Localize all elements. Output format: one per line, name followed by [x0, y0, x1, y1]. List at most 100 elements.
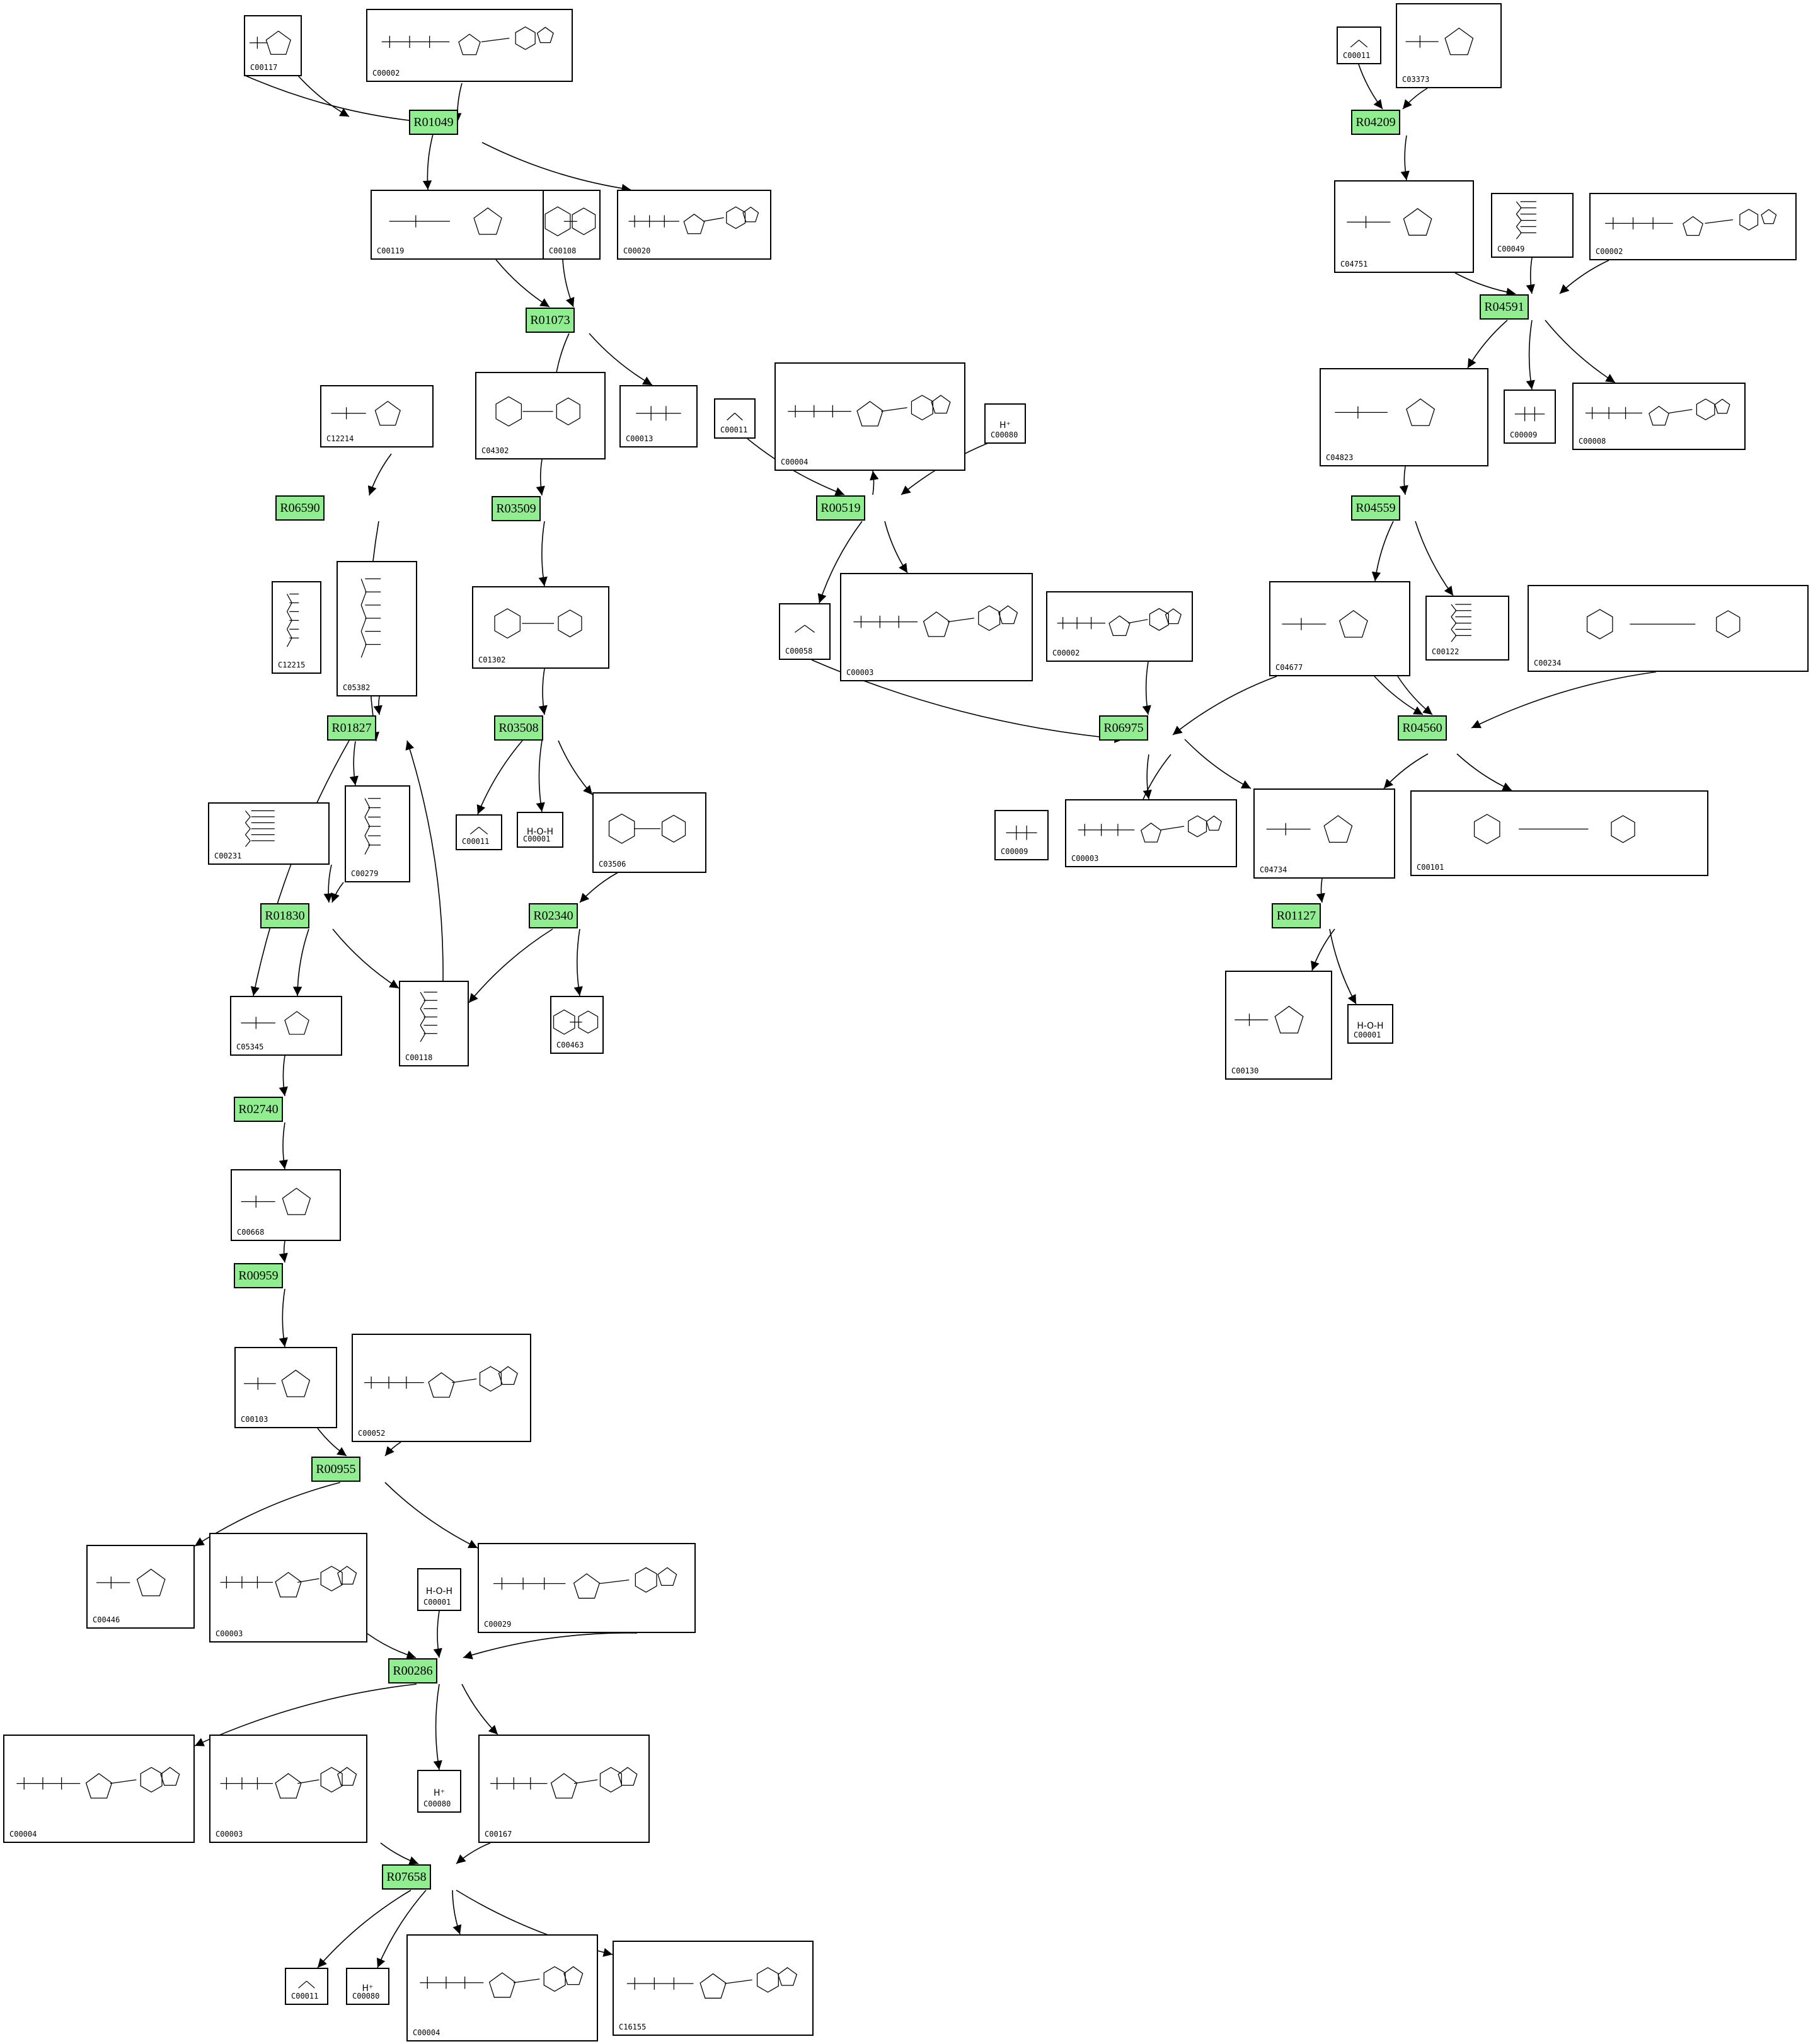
compound-node[interactable]: C12215 — [272, 581, 321, 674]
compound-node[interactable]: C04823 — [1320, 368, 1488, 466]
compound-node[interactable]: C04302 — [475, 372, 606, 459]
compound-node[interactable]: C00003 — [840, 573, 1033, 681]
reaction-node[interactable]: R04560 — [1398, 715, 1447, 741]
compound-node[interactable]: C00009 — [1504, 390, 1556, 444]
reaction-node[interactable]: R01049 — [409, 110, 458, 135]
compound-node[interactable]: C00279 — [345, 785, 410, 882]
compound-node[interactable]: C00446 — [86, 1545, 195, 1629]
compound-id: C00029 — [484, 1620, 512, 1629]
reaction-arrow — [495, 259, 550, 308]
compound-node[interactable]: C00119 — [371, 190, 567, 260]
compound-node[interactable]: C00234 — [1528, 585, 1809, 672]
compound-node[interactable]: C00101 — [1410, 790, 1708, 876]
structure-drawing — [245, 810, 275, 847]
compound-node[interactable]: C12214 — [320, 385, 434, 447]
compound-node[interactable]: C04734 — [1253, 788, 1395, 879]
structure-drawing — [490, 1767, 638, 1799]
compound-id: C00002 — [372, 69, 400, 78]
compound-node[interactable]: C00103 — [234, 1347, 337, 1428]
compound-node[interactable]: C00004 — [406, 1934, 598, 2041]
compound-node[interactable]: C00011 — [285, 1968, 328, 2005]
reaction-node[interactable]: R01127 — [1272, 903, 1321, 928]
reaction-node[interactable]: R00286 — [388, 1658, 437, 1683]
compound-node[interactable]: C05382 — [337, 561, 417, 696]
compound-node[interactable]: H⁺C00080 — [984, 403, 1026, 444]
compound-node[interactable]: C00003 — [209, 1735, 367, 1843]
compound-node[interactable]: C00463 — [550, 996, 604, 1054]
reaction-node[interactable]: R00519 — [816, 495, 865, 521]
compound-node[interactable]: C00013 — [619, 385, 698, 447]
reaction-arrow — [1526, 320, 1535, 390]
compound-node[interactable]: C00668 — [231, 1169, 341, 1241]
structure-drawing — [494, 608, 582, 639]
compound-node[interactable]: C00108 — [543, 190, 601, 260]
structure-drawing — [1350, 40, 1368, 48]
reaction-node[interactable]: R01830 — [260, 903, 309, 928]
reaction-arrow — [1456, 753, 1512, 791]
compound-node[interactable]: C01302 — [472, 586, 609, 669]
compound-node[interactable]: C00004 — [3, 1735, 195, 1843]
structure-drawing — [553, 1009, 599, 1035]
reaction-node[interactable]: R04209 — [1351, 110, 1400, 135]
structure-drawing — [1586, 398, 1730, 426]
reaction-arrow — [1383, 753, 1429, 789]
compound-node[interactable]: C00118 — [399, 981, 469, 1066]
compound-node[interactable]: C03506 — [592, 792, 706, 873]
reaction-arrow — [461, 1683, 498, 1735]
reaction-node[interactable]: R07658 — [382, 1864, 431, 1890]
compound-node[interactable]: C16155 — [613, 1941, 814, 2036]
reaction-node[interactable]: R01073 — [526, 308, 575, 333]
compound-id: C00011 — [720, 425, 748, 434]
compound-node[interactable]: C00231 — [208, 802, 330, 865]
compound-node[interactable]: C00004 — [774, 362, 965, 471]
compound-node[interactable]: C00011 — [714, 398, 756, 439]
reaction-node[interactable]: R00959 — [234, 1263, 283, 1288]
reaction-node[interactable]: R04559 — [1351, 495, 1400, 521]
compound-node[interactable]: C00052 — [352, 1334, 531, 1442]
compound-node[interactable]: C00003 — [1065, 799, 1237, 867]
reaction-arrow — [405, 740, 444, 981]
compound-node[interactable]: C00003 — [209, 1533, 367, 1643]
compound-node[interactable]: C00011 — [1337, 26, 1381, 64]
compound-node[interactable]: C00009 — [994, 810, 1049, 860]
reaction-node[interactable]: R03509 — [492, 496, 541, 521]
compound-node[interactable]: C00002 — [1589, 193, 1797, 260]
compound-node[interactable]: C05345 — [230, 996, 342, 1056]
structure-drawing — [420, 1966, 584, 1998]
compound-node[interactable]: C00020 — [617, 190, 771, 260]
compound-node[interactable]: C04751 — [1334, 180, 1474, 273]
compound-node[interactable]: C00011 — [456, 814, 502, 850]
compound-node[interactable]: C04677 — [1269, 581, 1410, 676]
compound-node[interactable]: C00049 — [1491, 193, 1574, 258]
compound-node[interactable]: C00008 — [1572, 383, 1746, 450]
compound-node[interactable]: C00167 — [478, 1735, 650, 1843]
compound-node[interactable]: H⁺C00080 — [417, 1770, 461, 1813]
compound-node[interactable]: C00058 — [779, 603, 831, 660]
compound-node[interactable]: C00002 — [366, 9, 573, 82]
reaction-node[interactable]: R00955 — [311, 1457, 360, 1482]
reaction-node[interactable]: R04591 — [1480, 294, 1529, 320]
structure-drawing — [16, 1767, 180, 1799]
compound-id: C00080 — [991, 430, 1018, 439]
reaction-node[interactable]: R06590 — [275, 495, 325, 521]
compound-node[interactable]: C00002 — [1046, 591, 1193, 662]
reaction-node[interactable]: R06975 — [1099, 715, 1148, 741]
compound-id: C00052 — [358, 1429, 386, 1438]
reaction-node[interactable]: R02740 — [234, 1097, 283, 1122]
compound-node[interactable]: C03373 — [1396, 3, 1502, 88]
reaction-node[interactable]: R01827 — [327, 715, 376, 741]
structure-drawing — [250, 30, 291, 55]
reaction-node[interactable]: R03508 — [494, 715, 543, 741]
compound-node[interactable]: C00130 — [1225, 971, 1332, 1080]
compound-node[interactable]: C00122 — [1425, 596, 1509, 661]
compound-node[interactable]: C00117 — [244, 15, 302, 76]
reaction-node[interactable]: R02340 — [529, 903, 578, 928]
compound-node[interactable]: C00029 — [478, 1543, 696, 1633]
compound-formula: H⁺ — [434, 1787, 445, 1798]
compound-node[interactable]: H⁺C00080 — [346, 1968, 389, 2005]
reaction-arrow — [332, 928, 400, 989]
reaction-arrow — [297, 74, 350, 117]
